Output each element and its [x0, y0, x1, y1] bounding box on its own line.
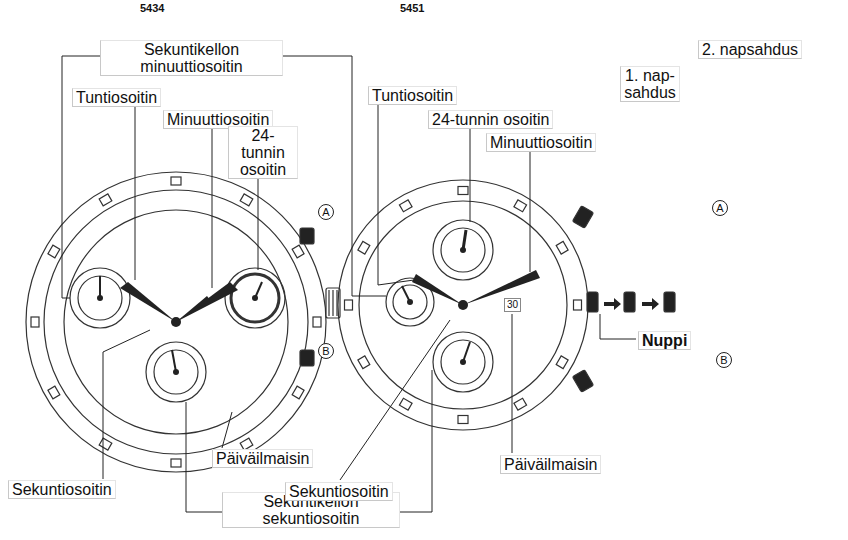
part-label: Nuppi — [638, 331, 691, 350]
part-label: Tuntiosoitin — [72, 88, 161, 107]
crown-position-label: 2. napsahdus — [698, 40, 802, 59]
bezel-outer — [338, 180, 588, 430]
bezel-marker — [171, 177, 181, 185]
part-label: 24-tunnin osoitin — [428, 110, 553, 129]
bezel-marker — [458, 187, 468, 195]
part-label: Päiväilmaisin — [500, 455, 601, 474]
crown-pos1 — [624, 292, 635, 312]
part-label: Sekuntiosoitin — [8, 480, 116, 499]
button-letter: B — [716, 352, 732, 368]
crown-pos2 — [664, 292, 675, 312]
bezel-marker — [240, 194, 253, 206]
pusher — [300, 350, 314, 366]
bezel-marker — [171, 459, 181, 467]
bezel-marker — [514, 200, 527, 212]
hour-hand — [120, 282, 176, 322]
bezel-marker — [48, 245, 60, 258]
part-label: 24-tunnin osoitin — [228, 126, 298, 179]
arrow — [642, 298, 659, 310]
minute-hand — [463, 270, 540, 305]
bezel-marker — [48, 386, 60, 399]
subdial — [433, 332, 493, 392]
part-label: Sekuntiosoitin — [285, 482, 393, 501]
bezel-marker — [358, 241, 370, 254]
bezel-marker — [345, 300, 353, 310]
bezel-marker — [574, 300, 582, 310]
pusher — [572, 206, 593, 229]
pusher — [572, 370, 593, 393]
pusher — [300, 228, 314, 244]
bezel-marker — [358, 356, 370, 369]
part-label: Päiväilmaisin — [212, 449, 313, 468]
subdial — [70, 268, 130, 328]
hour-hand — [412, 274, 463, 305]
bezel-inner — [44, 190, 308, 454]
crown-position-label: 1. nap- sahdus — [620, 66, 680, 102]
bezel-marker — [514, 398, 527, 410]
part-label: Minuuttiosoitin — [486, 133, 596, 152]
leader-lines — [62, 56, 636, 512]
subdial — [225, 268, 285, 328]
subdial — [433, 220, 493, 280]
bezel-marker — [556, 356, 568, 369]
part-label: Sekuntikellon minuuttiosoitin — [100, 40, 283, 76]
bezel-marker — [556, 241, 568, 254]
bezel-outer — [26, 172, 326, 472]
arrow — [604, 298, 621, 310]
button-letter: B — [318, 343, 334, 359]
button-letter: A — [712, 200, 728, 216]
date-number: 30 — [504, 298, 521, 312]
part-label: Tuntiosoitin — [368, 86, 457, 105]
bezel-marker — [399, 398, 412, 410]
bezel-marker — [292, 386, 304, 399]
bezel-marker — [99, 438, 112, 450]
bezel-marker — [292, 245, 304, 258]
dial — [359, 201, 567, 409]
bezel-marker — [313, 317, 321, 327]
dial — [64, 210, 288, 434]
bezel-marker — [99, 194, 112, 206]
bezel-marker — [458, 416, 468, 424]
subdial — [146, 342, 206, 402]
model-number: 5434 — [137, 2, 167, 14]
crown — [587, 292, 598, 312]
bezel-marker — [31, 317, 39, 327]
bezel-marker — [399, 200, 412, 212]
button-letter: A — [318, 204, 334, 220]
model-number: 5451 — [397, 2, 427, 14]
minute-hand — [176, 282, 238, 322]
